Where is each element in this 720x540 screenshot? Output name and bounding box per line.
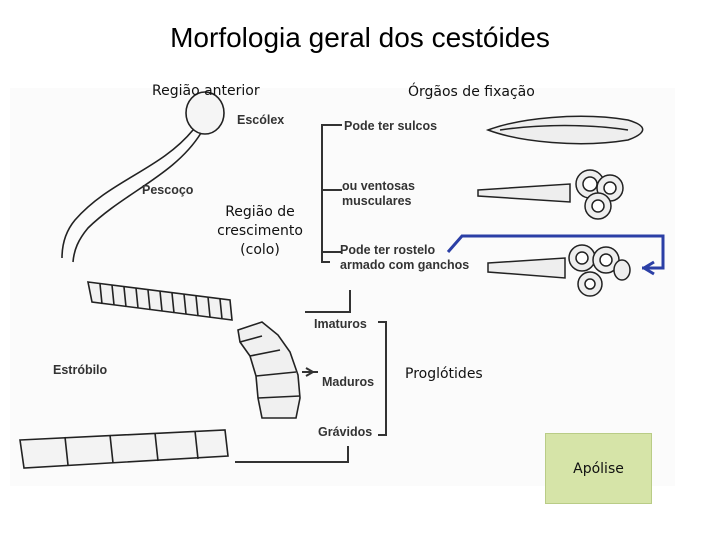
crescimento-line-1: Região de — [225, 204, 295, 220]
orgaos-fixacao-label: Órgãos de fixação — [408, 84, 535, 100]
bothria-scolex — [485, 115, 644, 145]
rostelo-label: Pode ter rostelo armado com ganchos — [340, 243, 469, 273]
worm-body — [19, 91, 301, 469]
scolex-shape — [185, 91, 225, 135]
rostellum-scolex — [487, 244, 631, 297]
apolise-label: Apólise — [573, 460, 624, 477]
crescimento-line-2: crescimento — [217, 223, 303, 239]
blue-arrow — [446, 234, 665, 276]
gravidos-label: Grávidos — [318, 425, 373, 439]
suckers-scolex — [477, 169, 624, 220]
slide-title: Morfologia geral dos cestóides — [170, 22, 550, 53]
maduros-label: Maduros — [322, 375, 375, 389]
ventosas-label: ou ventosas musculares — [342, 179, 415, 209]
pescoco-label: Pescoço — [142, 183, 194, 197]
scolex-variants — [477, 115, 644, 297]
bracket-lines — [235, 124, 387, 463]
rostelo-line-1: Pode ter rostelo — [340, 243, 436, 257]
escolex-label: Escólex — [237, 113, 285, 127]
proglotides-label: Proglótides — [405, 366, 483, 382]
sulcos-label: Pode ter sulcos — [344, 119, 438, 133]
crescimento-line-3: (colo) — [240, 242, 280, 258]
regiao-crescimento-label: Região de crescimento (colo) — [205, 203, 315, 260]
apolise-box: Apólise — [545, 433, 652, 504]
estrobilo-label: Estróbilo — [53, 363, 108, 377]
proglottid-bracket — [378, 321, 387, 436]
ventosas-line-1: ou ventosas — [342, 179, 415, 193]
neck-shape — [61, 129, 194, 259]
rostelo-line-2: armado com ganchos — [340, 258, 470, 272]
imaturos-label: Imaturos — [314, 317, 367, 331]
ventosas-line-2: musculares — [342, 194, 412, 208]
regiao-anterior-label: Região anterior — [152, 83, 260, 99]
gravid-proglottids — [19, 429, 229, 469]
